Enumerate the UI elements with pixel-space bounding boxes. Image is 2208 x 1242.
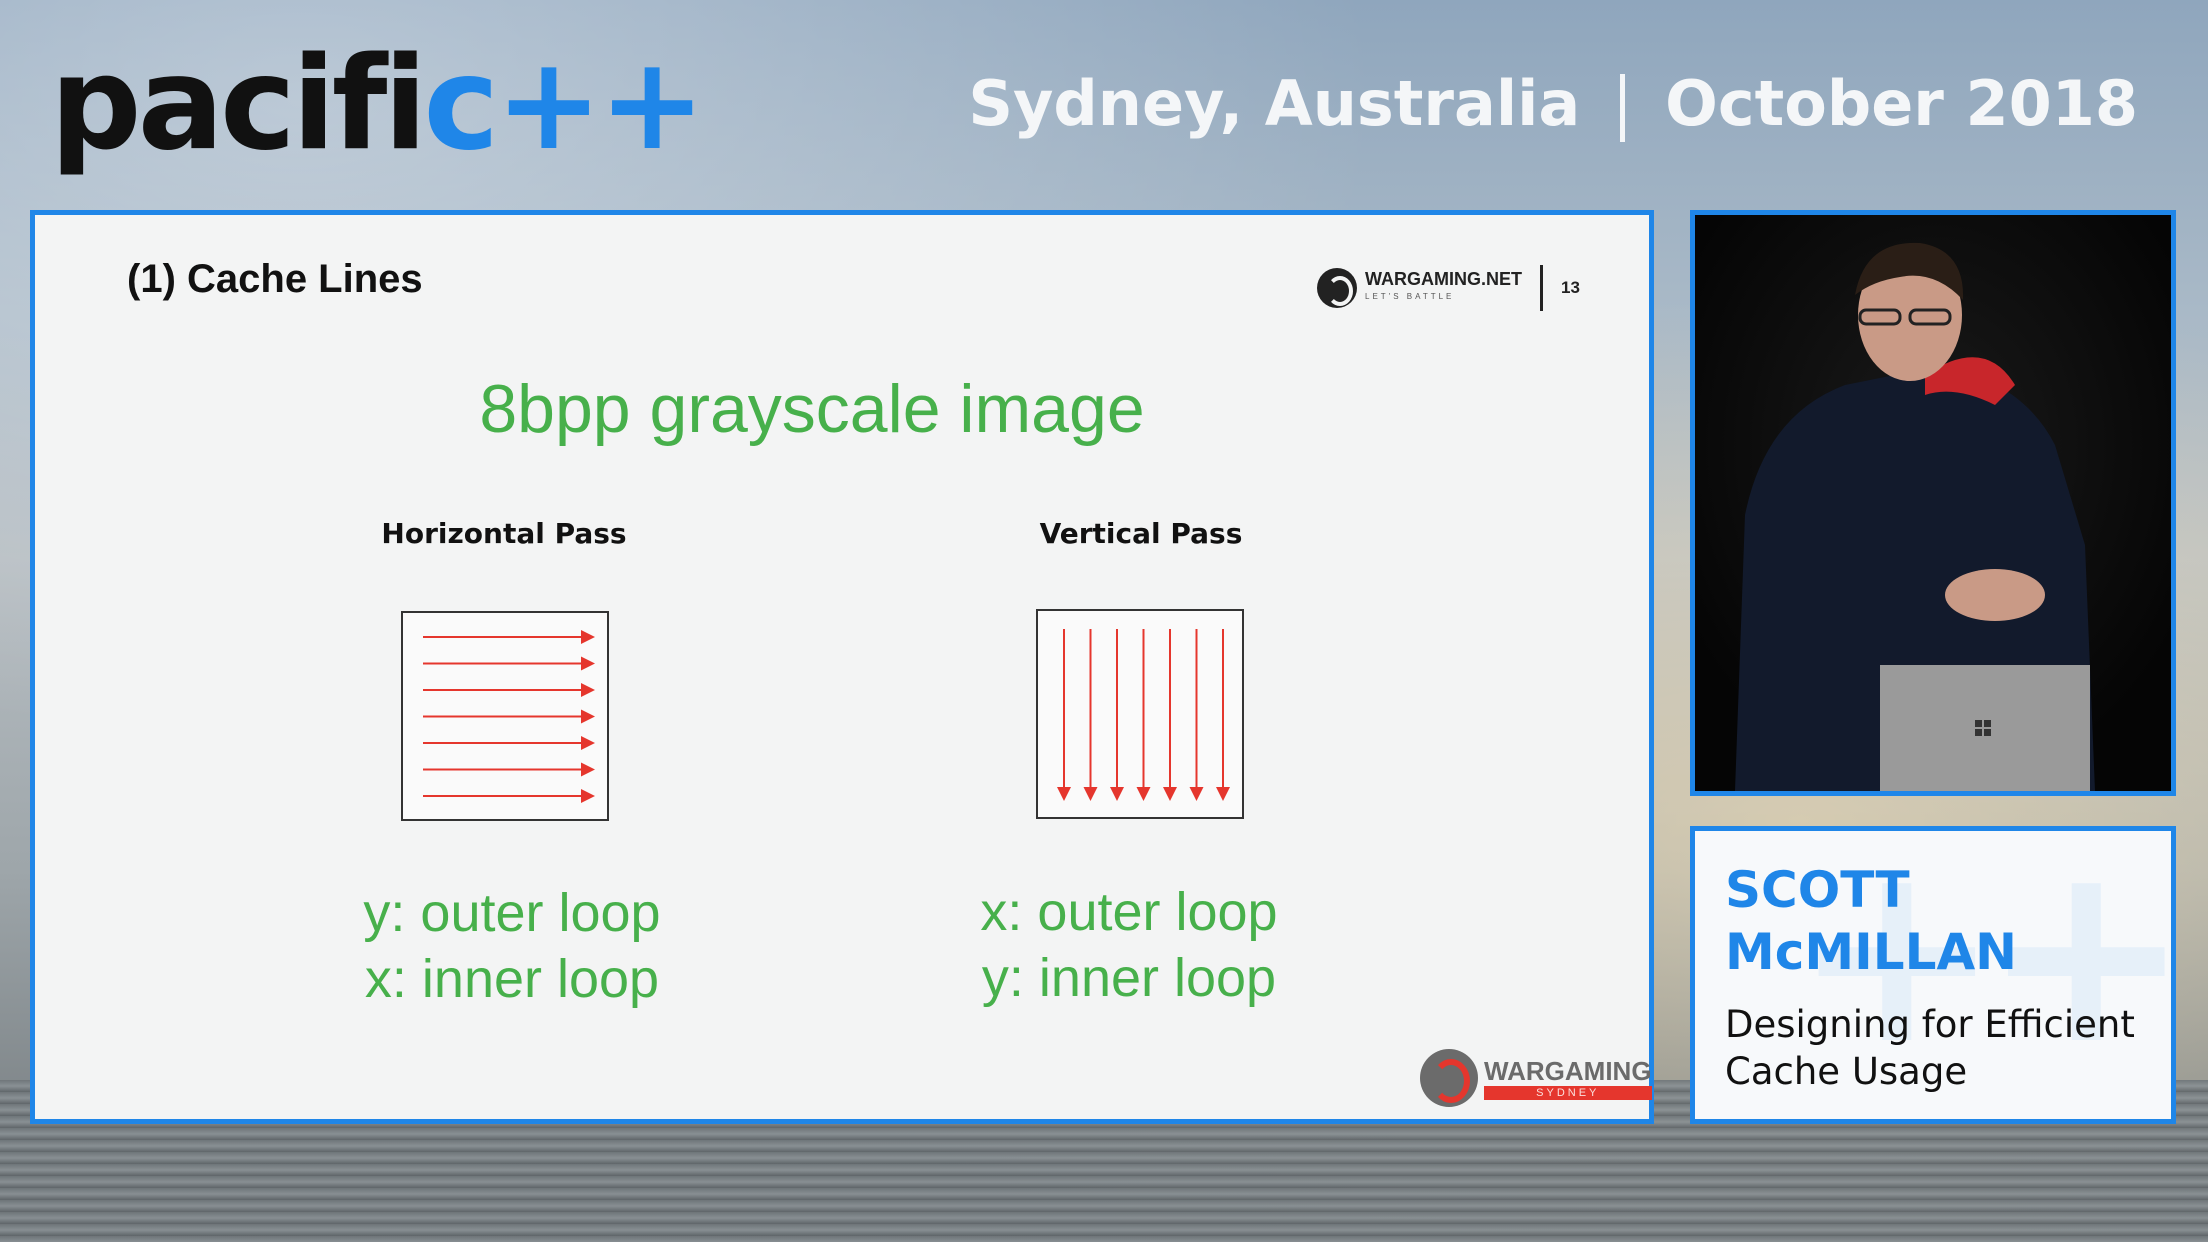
arrowhead-down-icon <box>1136 787 1151 801</box>
event-divider <box>1620 73 1626 142</box>
event-info: Sydney, Australia October 2018 <box>968 64 2138 144</box>
sponsor-footer-city: SYDNEY <box>1484 1086 1652 1100</box>
logo-accent-text: c++ <box>423 30 705 179</box>
arrowhead-right-icon <box>581 683 595 697</box>
vertical-pass-label: Vertical Pass <box>1039 517 1243 550</box>
arrowhead-down-icon <box>1216 787 1230 801</box>
arrowhead-right-icon <box>581 736 595 750</box>
horizontal-inner-loop: x: inner loop <box>364 949 660 1009</box>
vertical-outer-loop: x: outer loop <box>980 882 1278 942</box>
arrowhead-right-icon <box>581 709 595 724</box>
background-plus-decoration: ++ <box>1792 826 2171 1099</box>
conference-logo: pacific++ <box>50 30 706 180</box>
sponsor-footer: WARGAMING SYDNEY <box>1420 1047 1652 1109</box>
event-date: October 2018 <box>1665 67 2138 140</box>
sponsor-tagline: LET'S BATTLE <box>1365 292 1455 301</box>
speaker-card: ++ SCOTT McMILLAN Designing for Efficien… <box>1690 826 2176 1124</box>
laptop <box>1880 665 2090 791</box>
arrowhead-down-icon <box>1083 787 1098 801</box>
header-divider <box>1540 265 1543 311</box>
wargaming-sydney-logo-icon <box>1420 1049 1478 1107</box>
speaker-video <box>1690 210 2176 796</box>
arrowhead-right-icon <box>581 762 595 777</box>
vertical-inner-loop: y: inner loop <box>981 948 1277 1008</box>
vertical-arrows <box>1057 629 1230 801</box>
arrowhead-down-icon <box>1110 787 1124 801</box>
event-location: Sydney, Australia <box>968 67 1581 140</box>
talk-title: Designing for Efficient Cache Usage <box>1725 1003 2135 1093</box>
speaker-hands <box>1945 569 2045 621</box>
speaker-name: SCOTT McMILLAN <box>1725 861 2018 981</box>
slide-title: (1) Cache Lines <box>127 257 423 301</box>
arrowhead-down-icon <box>1189 787 1204 801</box>
speaker-video-frame <box>1695 215 2171 791</box>
speaker-hood <box>1925 357 2015 405</box>
vertical-pass-diagram <box>1036 609 1244 819</box>
arrowhead-down-icon <box>1057 787 1071 801</box>
horizontal-pass-label: Horizontal Pass <box>381 517 627 550</box>
arrowhead-down-icon <box>1163 787 1177 801</box>
arrowhead-right-icon <box>581 630 595 644</box>
horizontal-pass-diagram <box>401 611 609 821</box>
slide-number: 13 <box>1561 278 1580 297</box>
vertical-loop-order: x: outer loop y: inner loop <box>899 879 1359 1011</box>
logo-text: pacifi <box>50 30 427 179</box>
arrowhead-right-icon <box>581 789 595 803</box>
slide-heading: 8bpp grayscale image <box>479 371 1145 447</box>
speaker-hair <box>1855 242 1964 300</box>
arrowhead-right-icon <box>581 656 595 671</box>
sponsor-footer-name: WARGAMING <box>1484 1056 1652 1086</box>
horizontal-loop-order: y: outer loop x: inner loop <box>282 880 742 1012</box>
horizontal-arrows <box>423 630 595 803</box>
windows-logo-icon <box>1975 720 1982 727</box>
horizontal-outer-loop: y: outer loop <box>363 883 661 943</box>
glasses-icon <box>1858 308 1902 326</box>
wargaming-logo-icon <box>1317 268 1357 308</box>
